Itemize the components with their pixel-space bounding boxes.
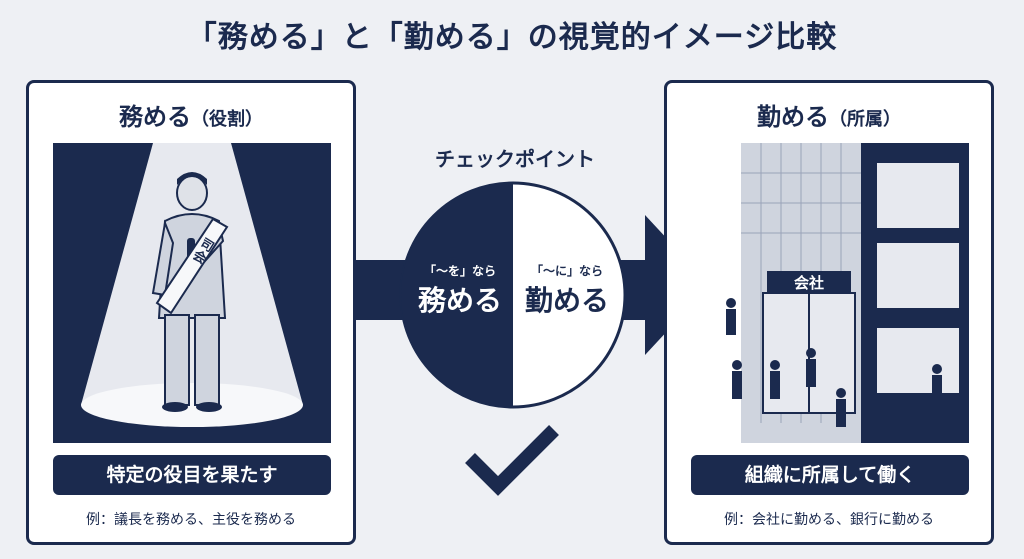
wo-particle: 「〜を」なら (423, 264, 496, 278)
checkpoint-title: チェックポイント (435, 147, 595, 171)
role-heading: 務める (119, 103, 191, 131)
page-title: 「務める」と「勤める」の視覚的イメージ比較 (186, 20, 838, 55)
office-scene: 会社 (691, 143, 969, 523)
office-building-illustration (691, 143, 969, 443)
affiliation-panel-title: 勤める（所属） (667, 97, 991, 132)
ni-particle: 「〜に」なら (530, 264, 603, 278)
company-sign: 会社 (793, 274, 824, 292)
affiliation-heading: 勤める (757, 103, 829, 131)
role-panel: 務める（役割） 司会 特定の役目を果たす 例：議長を務める、主役 (26, 80, 356, 545)
role-banner: 特定の役目を果たす (53, 455, 331, 495)
spotlight-scene: 司会 (53, 143, 331, 523)
role-example: 例：議長を務める、主役を務める (86, 512, 296, 528)
affiliation-panel: 勤める（所属） (664, 80, 994, 545)
ni-half: 「〜に」なら 勤める (512, 262, 622, 319)
spotlight-illustration (53, 143, 331, 443)
comparison-circle (399, 181, 627, 409)
role-heading-sub: （役割） (191, 109, 263, 130)
role-panel-title: 務める（役割） (29, 97, 353, 132)
affiliation-banner: 組織に所属して働く (691, 455, 969, 495)
commuters (726, 298, 942, 427)
check-icon (465, 425, 559, 496)
affiliation-heading-sub: （所属） (829, 109, 901, 130)
speaker-figure (151, 172, 229, 412)
affiliation-example: 例：会社に勤める、銀行に勤める (724, 512, 934, 528)
ni-word: 勤める (524, 284, 609, 317)
wo-word: 務める (417, 284, 502, 317)
wo-half: 「〜を」なら 務める (405, 262, 515, 319)
